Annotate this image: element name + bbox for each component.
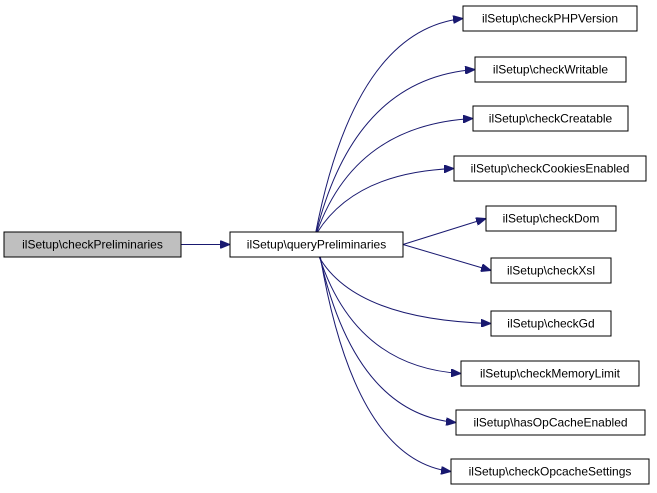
node-box[interactable] <box>462 5 638 32</box>
node-label: ilSetup\queryPreliminaries <box>247 238 386 252</box>
node-box[interactable] <box>472 105 629 132</box>
node-label: ilSetup\hasOpCacheEnabled <box>473 416 627 430</box>
node-label: ilSetup\checkCookiesEnabled <box>471 162 630 176</box>
nodes-layer: ilSetup\checkPreliminaries ilSetup\queryP… <box>3 5 650 485</box>
node-checkXsl[interactable]: ilSetup\checkXsl <box>490 257 612 284</box>
edge-queryPreliminaries-to-checkOpcacheSettings <box>319 256 451 472</box>
node-checkPHPVersion[interactable]: ilSetup\checkPHPVersion <box>462 5 638 32</box>
edge-queryPreliminaries-to-checkPHPVersion <box>315 19 463 233</box>
node-label: ilSetup\checkCreatable <box>489 112 613 126</box>
node-box[interactable] <box>3 231 182 258</box>
edges-layer <box>181 19 491 472</box>
node-hasOpCacheEnabled[interactable]: ilSetup\hasOpCacheEnabled <box>455 409 646 436</box>
node-box[interactable] <box>474 56 627 83</box>
node-label: ilSetup\checkWritable <box>493 63 608 77</box>
node-checkWritable[interactable]: ilSetup\checkWritable <box>474 56 627 83</box>
node-checkPreliminaries[interactable]: ilSetup\checkPreliminaries <box>3 231 182 258</box>
node-label: ilSetup\checkMemoryLimit <box>480 367 621 381</box>
node-box[interactable] <box>229 231 404 258</box>
node-box[interactable] <box>460 360 640 387</box>
node-checkGd[interactable]: ilSetup\checkGd <box>490 310 612 337</box>
node-box[interactable] <box>455 409 646 436</box>
edge-queryPreliminaries-to-checkCreatable <box>316 119 473 233</box>
node-box[interactable] <box>450 458 650 485</box>
edge-queryPreliminaries-to-checkGd <box>318 256 491 324</box>
edge-queryPreliminaries-to-checkCookiesEnabled <box>316 169 454 233</box>
node-box[interactable] <box>453 155 647 182</box>
node-checkOpcacheSettings[interactable]: ilSetup\checkOpcacheSettings <box>450 458 650 485</box>
node-checkDom[interactable]: ilSetup\checkDom <box>485 205 617 232</box>
edge-queryPreliminaries-to-hasOpCacheEnabled <box>319 256 456 423</box>
node-label: ilSetup\checkXsl <box>507 264 595 278</box>
node-box[interactable] <box>490 257 612 284</box>
node-checkMemoryLimit[interactable]: ilSetup\checkMemoryLimit <box>460 360 640 387</box>
node-queryPreliminaries[interactable]: ilSetup\queryPreliminaries <box>229 231 404 258</box>
edge-queryPreliminaries-to-checkWritable <box>315 70 475 233</box>
node-checkCookiesEnabled[interactable]: ilSetup\checkCookiesEnabled <box>453 155 647 182</box>
node-label: ilSetup\checkDom <box>503 212 600 226</box>
node-label: ilSetup\checkOpcacheSettings <box>469 465 632 479</box>
edge-queryPreliminaries-to-checkDom <box>402 219 486 245</box>
node-box[interactable] <box>485 205 617 232</box>
node-label: ilSetup\checkGd <box>507 317 594 331</box>
node-label: ilSetup\checkPreliminaries <box>22 238 163 252</box>
edge-queryPreliminaries-to-checkMemoryLimit <box>318 256 461 374</box>
edge-queryPreliminaries-to-checkXsl <box>402 244 491 271</box>
node-label: ilSetup\checkPHPVersion <box>482 12 618 26</box>
node-checkCreatable[interactable]: ilSetup\checkCreatable <box>472 105 629 132</box>
node-box[interactable] <box>490 310 612 337</box>
